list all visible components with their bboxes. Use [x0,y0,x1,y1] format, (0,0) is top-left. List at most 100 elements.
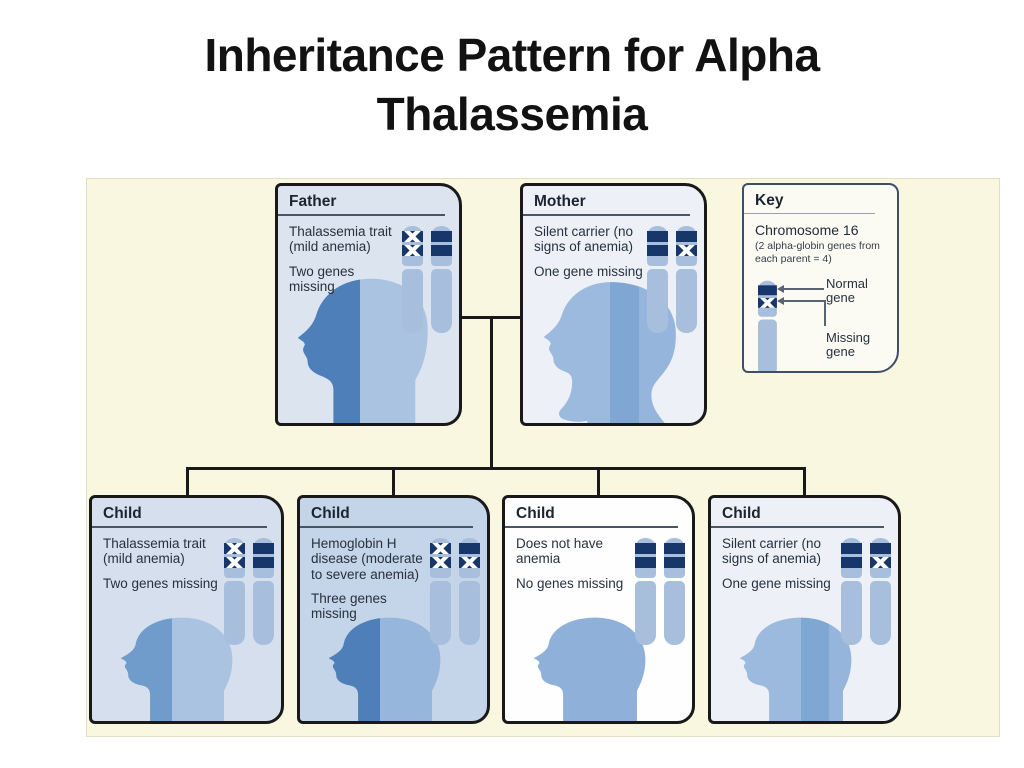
chromosome-16 [635,538,656,645]
chromosome-bottom-segment [253,581,274,645]
chromosome-bottom-segment [431,269,452,333]
child3-drop-line [597,467,600,498]
title-line-2: Thalassemia [376,87,648,140]
missing-gene-band [430,543,451,554]
chromosome-top-segment [402,226,423,266]
missing-gene-band [224,543,245,554]
chromosome-bottom-segment [647,269,668,333]
chromosome-16 [431,226,452,333]
chromosome-bottom-segment [402,269,423,333]
chromosome-16 [841,538,862,645]
key-chromosome [758,279,777,371]
chromosome-bottom-segment [676,269,697,333]
missing-gene-band [430,557,451,568]
chromosome-16 [253,538,274,645]
missing-gene-band [676,245,697,256]
child4-condition: Silent carrier (no signs of anemia) [722,536,822,567]
chromosome-bottom-segment [635,581,656,645]
chromosome-top-segment [431,226,452,266]
child2-condition: Hemoglobin H disease (moderate to severe… [311,536,423,582]
normal-gene-band [676,231,697,242]
normal-gene-band [664,557,685,568]
normal-gene-band [870,543,891,554]
normal-gene-arrowhead-icon [777,285,784,294]
header-divider [278,214,445,216]
child2-drop-line [392,467,395,498]
child2-genes-missing: Three genes missing [311,590,387,621]
father-header: Father [289,193,337,210]
father-box: Father Thalassemia trait (mild anemia) T… [275,183,462,426]
chromosome-bottom-segment [758,319,777,371]
chromosome-top-segment [758,280,777,317]
chromosome-bottom-segment [664,581,685,645]
child1-chromosome-pair [224,536,274,645]
child3-box: Child Does not have anemia No genes miss… [502,495,695,724]
header-divider [300,526,473,528]
father-condition: Thalassemia trait (mild anemia) [289,224,392,255]
missing-gene-band [224,557,245,568]
chromosome-16 [459,538,480,645]
normal-gene-band [647,245,668,256]
chromosome-16 [647,226,668,333]
missing-gene-band [402,231,423,242]
chromosome-16 [224,538,245,645]
chromosome-top-segment [459,538,480,578]
missing-gene-label: Missing gene [826,330,871,360]
normal-gene-band [431,245,452,256]
chromosome-top-segment [635,538,656,578]
normal-gene-band [431,231,452,242]
normal-gene-band [253,557,274,568]
child4-genes-missing: One gene missing [722,575,831,591]
chromosome-16 [664,538,685,645]
chromosome-top-segment [253,538,274,578]
normal-gene-band [841,543,862,554]
normal-gene-band [647,231,668,242]
missing-gene-arrow-elbow [824,300,826,327]
siblings-connector-line [186,467,806,470]
child2-header: Child [311,505,350,522]
child3-chromosome-pair [635,536,685,645]
mother-genes-missing: One gene missing [534,263,643,279]
page-title: Inheritance Pattern for Alpha Thalassemi… [0,26,1024,144]
missing-gene-band [870,557,891,568]
header-divider [523,214,690,216]
chromosome-16 [430,538,451,645]
chromosome-top-segment [647,226,668,266]
header-divider [744,213,875,214]
key-title: Chromosome 16 [755,222,859,238]
title-line-1: Inheritance Pattern for Alpha [204,29,820,81]
missing-gene-band [402,245,423,256]
chromosome-top-segment [664,538,685,578]
chromosome-bottom-segment [224,581,245,645]
normal-gene-band [664,543,685,554]
chromosome-top-segment [224,538,245,578]
header-divider [505,526,678,528]
child1-drop-line [186,467,189,498]
chromosome-bottom-segment [841,581,862,645]
child1-condition: Thalassemia trait (mild anemia) [103,536,206,567]
child1-box: Child Thalassemia trait (mild anemia) Tw… [89,495,284,724]
missing-gene-band [758,298,777,308]
header-divider [711,526,884,528]
chromosome-bottom-segment [430,581,451,645]
mother-chromosome-pair [647,224,697,333]
mother-box: Mother Silent carrier (no signs of anemi… [520,183,707,426]
normal-gene-band [841,557,862,568]
chromosome-16 [758,280,777,371]
chromosome-top-segment [676,226,697,266]
parents-to-children-line [490,316,493,470]
chromosome-16 [870,538,891,645]
chromosome-top-segment [870,538,891,578]
chromosome-top-segment [841,538,862,578]
child4-drop-line [803,467,806,498]
mother-header: Mother [534,193,586,210]
missing-gene-band [459,557,480,568]
key-box: Key Chromosome 16 (2 alpha-globin genes … [742,183,899,373]
child1-genes-missing: Two genes missing [103,575,218,591]
child4-header: Child [722,505,761,522]
missing-gene-arrow [784,300,826,303]
mother-condition: Silent carrier (no signs of anemia) [534,224,634,255]
child4-box: Child Silent carrier (no signs of anemia… [708,495,901,724]
child2-box: Child Hemoglobin H disease (moderate to … [297,495,490,724]
